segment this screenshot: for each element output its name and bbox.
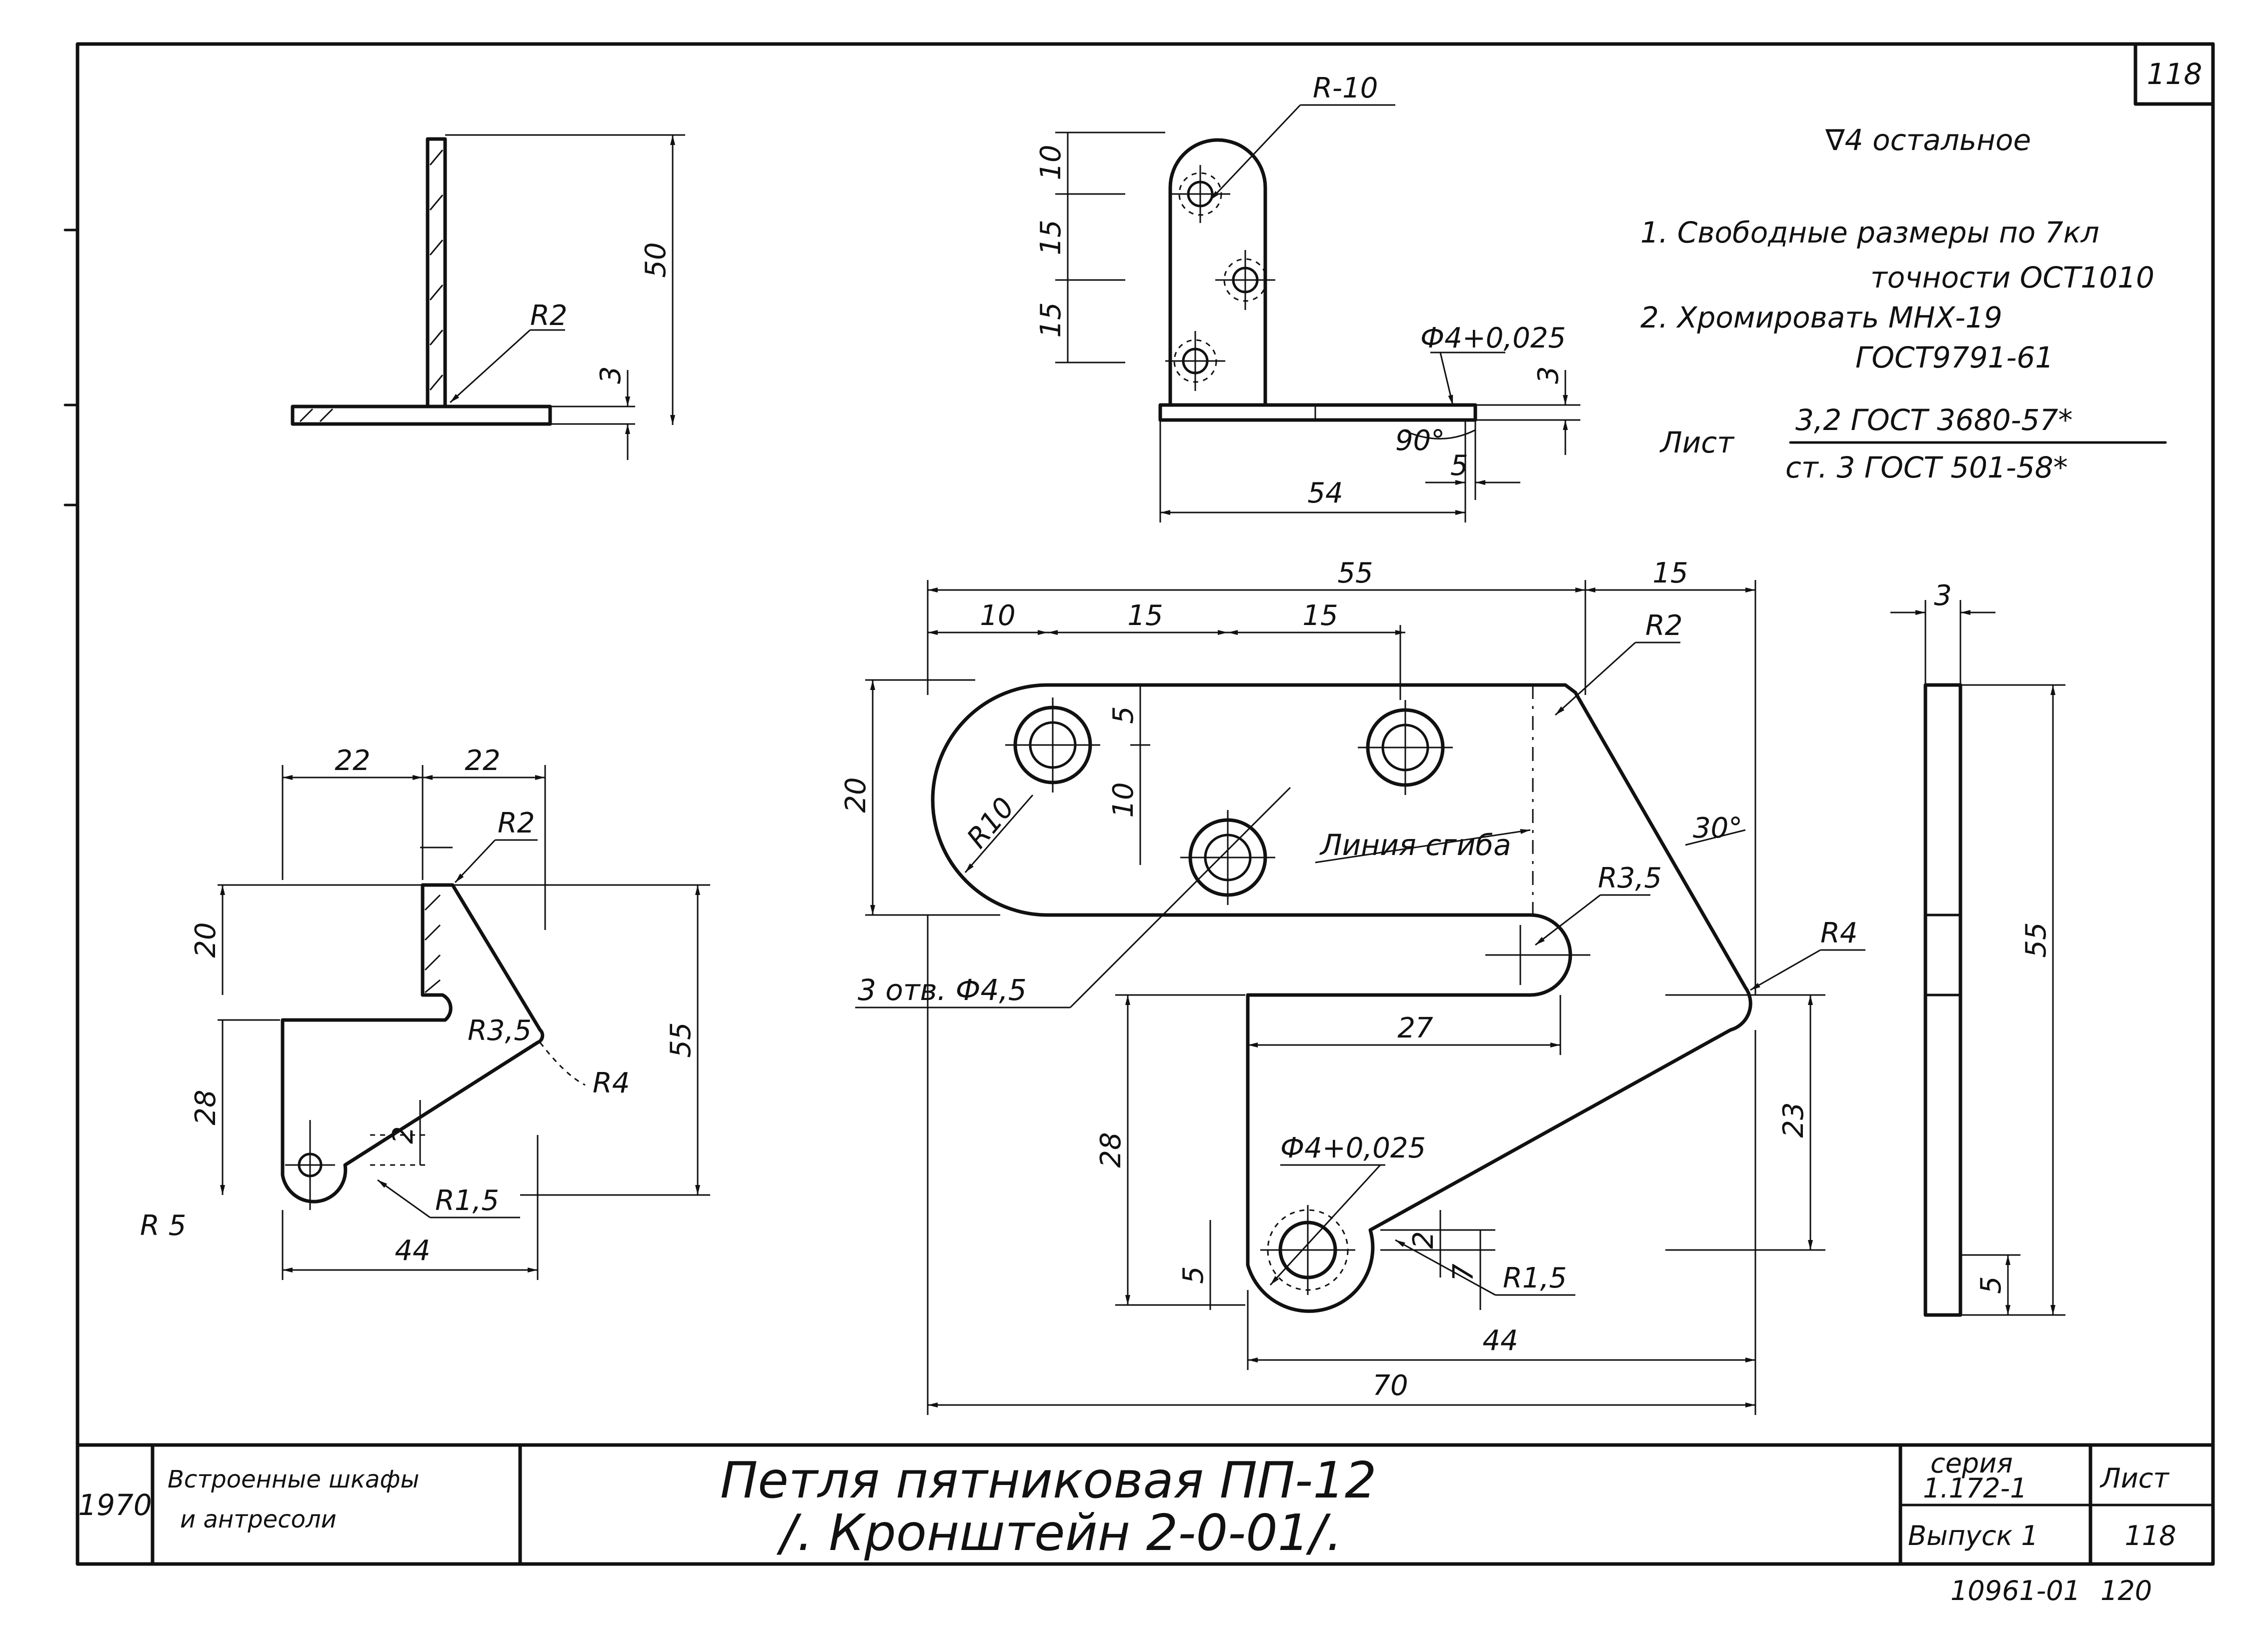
dim-3-top: 3 (1532, 366, 1565, 384)
dim-10: 10 (980, 600, 1015, 632)
label-3-holes: 3 отв. Ф4,5 (858, 973, 1027, 1007)
dim-22-b: 22 (465, 744, 500, 777)
strip-outline (1923, 683, 1962, 1317)
dim-20-flat: 20 (840, 777, 872, 812)
tb-series-value: 1.172-1 (1923, 1472, 2027, 1504)
dim-44-bent: 44 (395, 1234, 430, 1267)
dim-r35-flat: R3,5 (1598, 862, 1662, 894)
dim-r10-top: R-10 (1313, 72, 1378, 104)
dim-55-top: 55 (1337, 557, 1373, 590)
sheet-number: 118 (2147, 57, 2202, 91)
footer-doc-number: 10961-01 (1950, 1575, 2080, 1606)
dim-5-bottom: 5 (1177, 1266, 1210, 1284)
dim-70: 70 (1372, 1370, 1408, 1402)
tab-base (1158, 403, 1477, 422)
dim-15-top-b: 15 (1035, 302, 1067, 338)
dim-r35-bent: R3,5 (468, 1014, 532, 1047)
dim-55-bent: 55 (665, 1022, 697, 1058)
tb-sheet-label: Лист (2099, 1462, 2169, 1494)
dim-90: 90° (1395, 424, 1445, 457)
dim-r5: R 5 (140, 1210, 186, 1242)
dim-3-left: 3 (595, 366, 627, 384)
dim-2-flat: 2 (1407, 1231, 1440, 1249)
dim-5-top: 5 (1450, 450, 1468, 482)
dim-r4-flat: R4 (1820, 917, 1858, 950)
notes-block: ∇4 остальное 1. Свободные размеры по 7кл… (1640, 123, 2167, 484)
flat-outline (931, 683, 1752, 1313)
dim-15-top-right: 15 (1652, 557, 1688, 590)
dim-15-chain-a: 15 (1127, 600, 1163, 632)
dim-22-a: 22 (335, 744, 370, 777)
tab-outline (1168, 138, 1267, 407)
dim-20-bent: 20 (190, 922, 222, 958)
dim-2-bent: 2 (387, 1126, 420, 1144)
view-side-strip: 3 55 5 (1890, 580, 2065, 1317)
dim-23: 23 (1777, 1102, 1810, 1138)
label-bend-line: Линия сгиба (1319, 828, 1511, 862)
dim-5-flat: 5 (1107, 706, 1140, 724)
horizontal-flange (291, 404, 552, 426)
dim-hole-tol-top: Ф4+0,025 (1420, 322, 1566, 354)
tb-project-line-1: Встроенные шкафы (168, 1466, 419, 1494)
dim-28-bent: 28 (190, 1090, 222, 1125)
dim-10-flat: 10 (1107, 782, 1140, 818)
note-2-line-1: 2. Хромировать МНХ-19 (1640, 300, 2002, 334)
title-block: 1970 Встроенные шкафы и антресоли Петля … (76, 1443, 2215, 1566)
tb-sheet-value: 118 (2124, 1520, 2176, 1552)
note-surface-finish: ∇4 остальное (1825, 123, 2031, 157)
sheet-number-box (2133, 42, 2215, 106)
view-side-top: 50 3 R2 (291, 134, 685, 460)
dim-15-chain-b: 15 (1302, 600, 1338, 632)
dim-27: 27 (1397, 1012, 1433, 1044)
dim-r4-bent: R4 (593, 1067, 630, 1100)
tb-title-line-2: /. Кронштейн 2-0-01/. (776, 1504, 1342, 1562)
dim-r2-bent: R2 (498, 807, 535, 840)
dim-3-side: 3 (1934, 580, 1952, 612)
dim-7-flat: 7 (1447, 1264, 1480, 1282)
dim-r15-bent: R1,5 (435, 1184, 499, 1217)
note-material-label: Лист (1659, 426, 1735, 460)
tb-year: 1970 (78, 1488, 152, 1522)
note-material-denominator: ст. 3 ГОСТ 501-58* (1785, 450, 2068, 484)
sheet-frame: 118 (64, 42, 2215, 1566)
note-2-line-2: ГОСТ9791-61 (1855, 340, 2053, 374)
dim-50: 50 (640, 242, 672, 278)
dim-hole-tol-flat: Ф4+0,025 (1280, 1132, 1426, 1164)
dim-44-flat: 44 (1482, 1324, 1518, 1357)
dim-5-side: 5 (1975, 1276, 2007, 1294)
tb-title-line-1: Петля пятниковая ПП-12 (720, 1451, 1376, 1510)
view-flat-pattern: Линия сгиба 55 15 10 15 15 R2 20 5 10 R1… (840, 557, 1865, 1415)
dim-r10-flat: R10 (961, 792, 1021, 854)
view-bent-left: 22 22 R2 20 R3,5 55 R4 28 2 R1,5 (140, 744, 710, 1280)
dim-54: 54 (1307, 477, 1343, 510)
tb-series-label: серия (1930, 1448, 2013, 1479)
footer-page-number: 120 (2100, 1575, 2152, 1606)
dim-55-side: 55 (2020, 922, 2052, 958)
view-front-tab: R-10 10 15 15 54 5 90° Ф4+0,025 3 (1035, 72, 1580, 522)
dim-r15-flat: R1,5 (1503, 1262, 1567, 1294)
dim-15-top-a: 15 (1035, 220, 1067, 255)
tb-project-line-2: и антресоли (180, 1506, 337, 1534)
dim-28-flat: 28 (1095, 1132, 1127, 1168)
note-1-line-1: 1. Свободные размеры по 7кл (1640, 216, 2099, 250)
dim-10-top: 10 (1035, 144, 1067, 180)
dim-30: 30° (1693, 812, 1742, 844)
note-material-numerator: 3,2 ГОСТ 3680-57* (1795, 403, 2072, 437)
dim-r2-right: R2 (1645, 610, 1683, 642)
vertical-leg (426, 137, 447, 408)
note-1-line-2: точности ОСТ1010 (1870, 260, 2154, 294)
dim-r2-left: R2 (530, 300, 568, 332)
tb-issue-label: Выпуск 1 (1908, 1520, 2038, 1552)
